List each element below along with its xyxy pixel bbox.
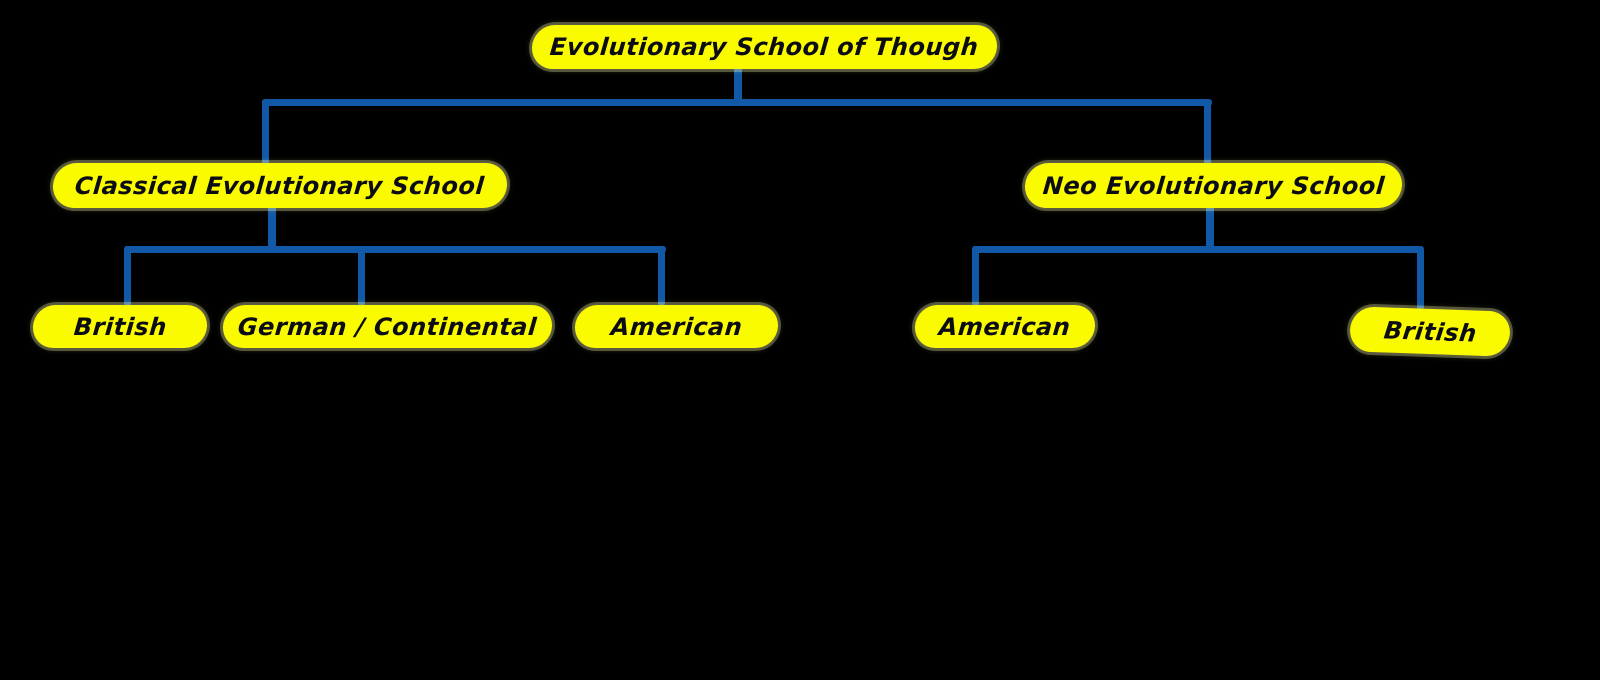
node-label: British bbox=[1381, 315, 1479, 348]
connector-drop-american-right bbox=[972, 246, 979, 306]
node-label: Classical Evolutionary School bbox=[74, 171, 486, 200]
node-american-classical[interactable]: American bbox=[573, 305, 780, 348]
connector-neo-stub bbox=[1206, 206, 1214, 250]
connector-neo-horizontal bbox=[972, 246, 1422, 253]
node-classical-evolutionary-school[interactable]: Classical Evolutionary School bbox=[51, 163, 509, 208]
connector-classical-stub bbox=[268, 206, 276, 250]
node-label: Evolutionary School of Though bbox=[549, 33, 980, 61]
node-british-neo[interactable]: British bbox=[1348, 306, 1512, 357]
node-label: German / Continental bbox=[236, 312, 539, 341]
node-label: Neo Evolutionary School bbox=[1041, 171, 1386, 200]
node-label: American bbox=[938, 312, 1072, 341]
connector-drop-british-left bbox=[124, 246, 131, 306]
node-german-continental[interactable]: German / Continental bbox=[221, 305, 554, 348]
connector-drop-american-left bbox=[658, 246, 665, 306]
node-label: British bbox=[72, 312, 168, 341]
node-british-classical[interactable]: British bbox=[31, 305, 209, 348]
connector-drop-neo bbox=[1204, 99, 1211, 165]
connector-drop-british-right bbox=[1417, 246, 1424, 310]
connector-level1-horizontal bbox=[262, 99, 1212, 106]
connector-classical-horizontal bbox=[124, 246, 666, 253]
connector-drop-german bbox=[358, 246, 365, 306]
node-american-neo[interactable]: American bbox=[913, 305, 1097, 348]
connector-root-stub bbox=[734, 66, 742, 104]
node-label: American bbox=[609, 312, 744, 341]
connector-drop-classical bbox=[262, 99, 269, 165]
node-neo-evolutionary-school[interactable]: Neo Evolutionary School bbox=[1023, 163, 1404, 208]
node-evolutionary-school-of-though[interactable]: Evolutionary School of Though bbox=[530, 25, 999, 69]
